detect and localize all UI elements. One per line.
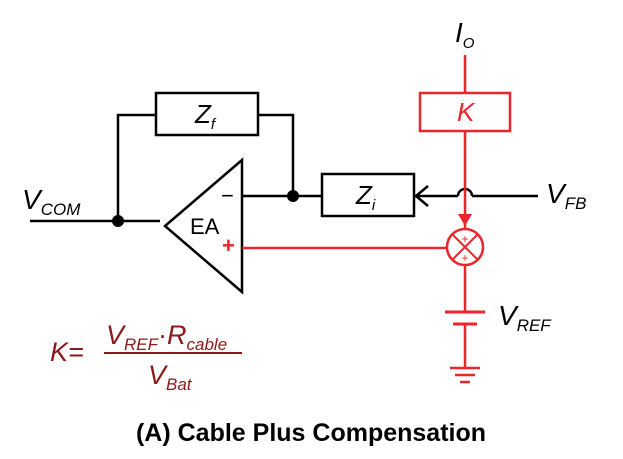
feedback-right-wire xyxy=(258,113,295,196)
ea-plus-sign: + xyxy=(222,233,235,258)
io-label: IO xyxy=(455,17,475,52)
error-amplifier xyxy=(163,157,244,295)
vfb-label: VFB xyxy=(546,178,586,213)
formula-lhs: K= xyxy=(50,337,84,367)
ea-label: EA xyxy=(190,214,220,239)
vcom-label: VCOM xyxy=(22,184,81,219)
zi-input-arrow xyxy=(414,185,429,207)
k-formula: K= VREF·Rcable VBat xyxy=(50,320,242,394)
k-block xyxy=(418,91,512,133)
vref-label: VREF xyxy=(498,300,552,335)
summer-input-arrow xyxy=(458,214,472,226)
zi-block xyxy=(320,172,416,218)
summer-plus-top: + xyxy=(461,232,468,246)
formula-denominator: VBat xyxy=(148,360,193,394)
ground-icon xyxy=(450,366,480,384)
ea-minus-sign: − xyxy=(221,183,234,208)
junction-dot-inverting xyxy=(287,190,299,202)
zf-label: Zf xyxy=(194,99,217,133)
feedback-left-wire xyxy=(116,113,156,221)
diagram-caption: (A) Cable Plus Compensation xyxy=(136,419,486,447)
junction-dot-vcom xyxy=(112,215,124,227)
summing-junction: + + xyxy=(445,227,485,267)
summer-plus-bottom: + xyxy=(461,251,468,265)
formula-numerator: VREF·Rcable xyxy=(106,320,227,354)
k-block-label: K xyxy=(457,97,476,127)
zf-block xyxy=(154,91,260,137)
red-wiring xyxy=(242,55,467,368)
zi-label: Zi xyxy=(355,180,376,214)
